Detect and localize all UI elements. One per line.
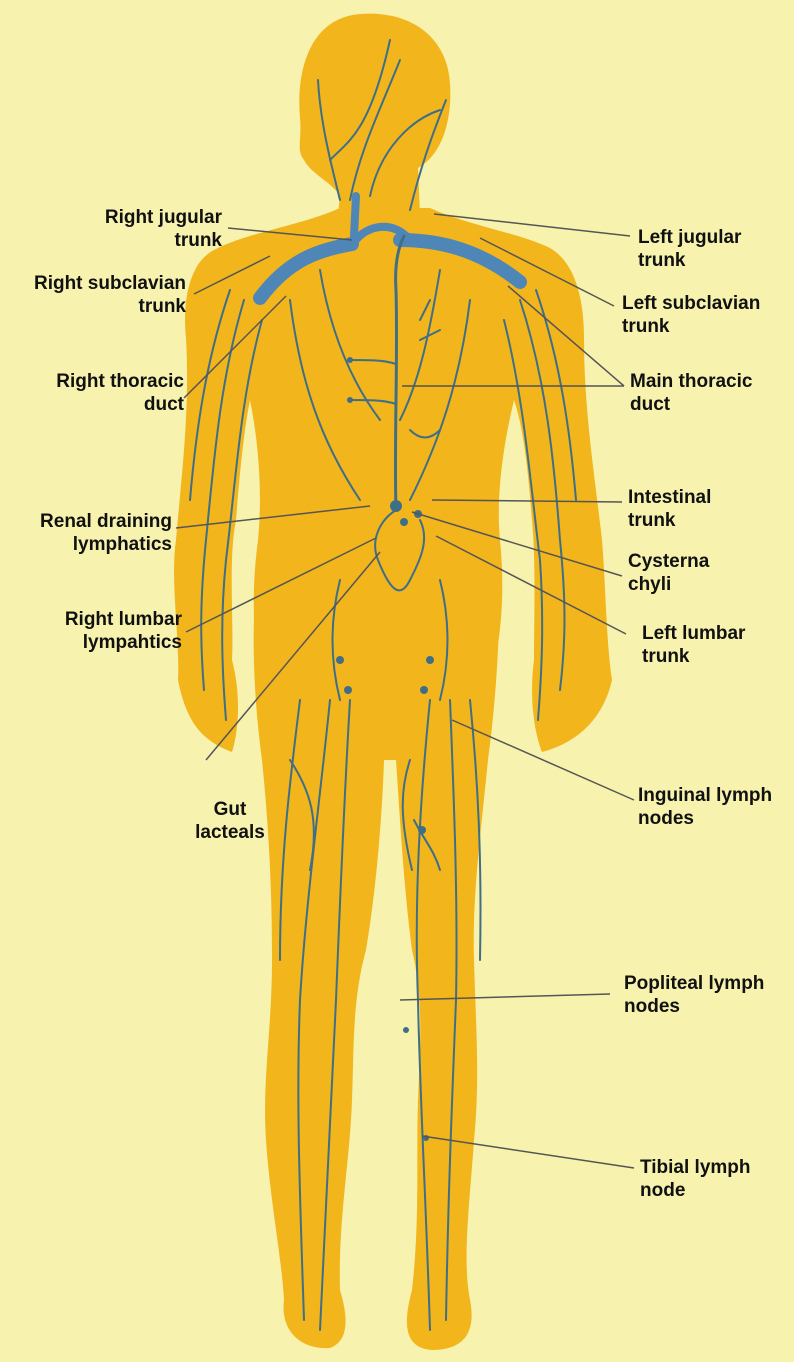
label-inguinal-lymph-nodes: Inguinal lymph nodes [638,784,772,830]
label-main-thoracic-duct: Main thoracic duct [630,370,752,416]
label-left-jugular-trunk: Left jugular trunk [638,226,741,272]
label-intestinal-trunk: Intestinal trunk [628,486,711,532]
neck-vein [354,196,356,236]
label-tibial-lymph-node: Tibial lymph node [640,1156,751,1202]
label-right-subclavian-trunk: Right subclavian trunk [4,272,186,318]
label-renal-draining-lymphatics: Renal draining lymphatics [4,510,172,556]
label-gut-lacteals: Gut lacteals [190,798,270,844]
label-right-jugular-trunk: Right jugular trunk [40,206,222,252]
label-left-lumbar-trunk: Left lumbar trunk [642,622,745,668]
label-right-lumbar-lympahtics: Right lumbar lympahtics [4,608,182,654]
label-cysterna-chyli: Cysterna chyli [628,550,709,596]
label-right-thoracic-duct: Right thoracic duct [4,370,184,416]
label-popliteal-lymph-nodes: Popliteal lymph nodes [624,972,764,1018]
label-left-subclavian-trunk: Left subclavian trunk [622,292,760,338]
